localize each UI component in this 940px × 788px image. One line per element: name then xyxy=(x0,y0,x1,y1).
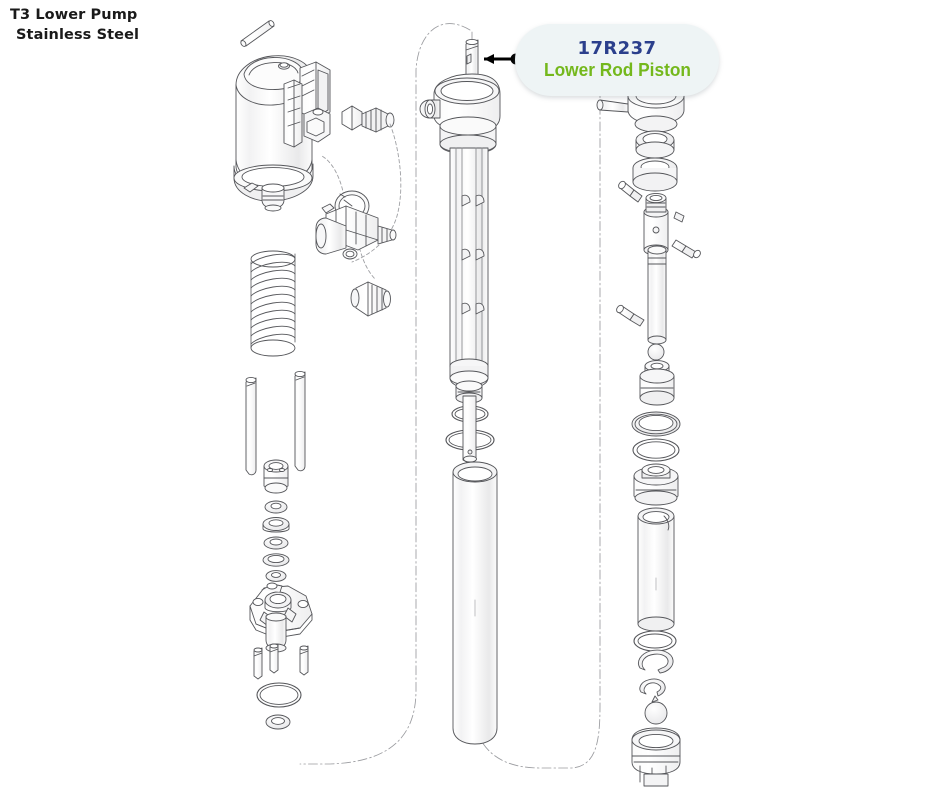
air-fitting xyxy=(341,105,395,133)
handle-rod xyxy=(240,20,275,47)
cylinder-tube xyxy=(452,461,498,745)
washer-5 xyxy=(265,570,287,582)
callout-part-number: 17R237 xyxy=(577,38,657,60)
tie-rod-left xyxy=(245,376,257,476)
o-ring xyxy=(256,682,302,708)
pressure-regulator-with-gauge xyxy=(315,190,397,260)
cap-screw-1 xyxy=(253,647,263,680)
seal-housing xyxy=(633,463,679,506)
c-clip-lower xyxy=(639,678,666,703)
center-column-parts xyxy=(419,38,501,745)
manifold-block xyxy=(249,582,313,639)
pump-housing-with-outlet-port xyxy=(419,73,501,155)
slotted-cylinder-cage xyxy=(449,147,489,389)
right-column-parts xyxy=(596,81,701,787)
glide-ring xyxy=(631,411,681,437)
retaining-collar xyxy=(635,130,675,159)
c-clip-upper xyxy=(638,649,674,674)
backup-ring xyxy=(632,438,680,462)
set-screws xyxy=(616,180,701,327)
set-screw-3 xyxy=(616,304,645,327)
left-column-parts xyxy=(233,20,402,730)
set-screw-small xyxy=(673,211,685,223)
washer-1 xyxy=(264,500,288,514)
cap-screw-3 xyxy=(299,645,309,676)
intake-valve-seat xyxy=(631,727,681,787)
air-line-hose xyxy=(321,123,402,281)
coupling-nut xyxy=(263,459,289,494)
flat-washer xyxy=(265,714,291,730)
washer-stack xyxy=(262,500,290,582)
pump-rod xyxy=(647,245,667,345)
washer-2 xyxy=(262,517,290,533)
washer-4 xyxy=(262,553,290,567)
retaining-ring xyxy=(633,630,677,652)
check-ball xyxy=(644,701,668,725)
coil-spring xyxy=(250,250,296,357)
intake-tube xyxy=(637,507,675,632)
piston-rod-tip xyxy=(462,395,477,465)
motor-mount-bracket xyxy=(283,61,331,148)
tie-rod-right xyxy=(294,370,306,472)
quick-connect-fitting xyxy=(350,281,391,317)
title-line-1: T3 Lower Pump xyxy=(10,7,138,23)
cap-screws xyxy=(253,643,309,680)
set-screw-2 xyxy=(671,239,701,259)
set-screw-1 xyxy=(618,180,643,203)
cap-screw-2 xyxy=(269,643,279,674)
piston-valve-body xyxy=(639,360,675,406)
part-callout[interactable]: 17R237 Lower Rod Piston xyxy=(515,24,719,96)
ball-check xyxy=(647,343,665,361)
washer-3 xyxy=(263,536,289,550)
callout-part-name: Lower Rod Piston xyxy=(543,60,691,80)
packing-nut xyxy=(632,157,678,192)
title-line-2: Stainless Steel xyxy=(16,26,140,43)
page-title: T3 Lower Pump Stainless Steel xyxy=(10,6,220,45)
